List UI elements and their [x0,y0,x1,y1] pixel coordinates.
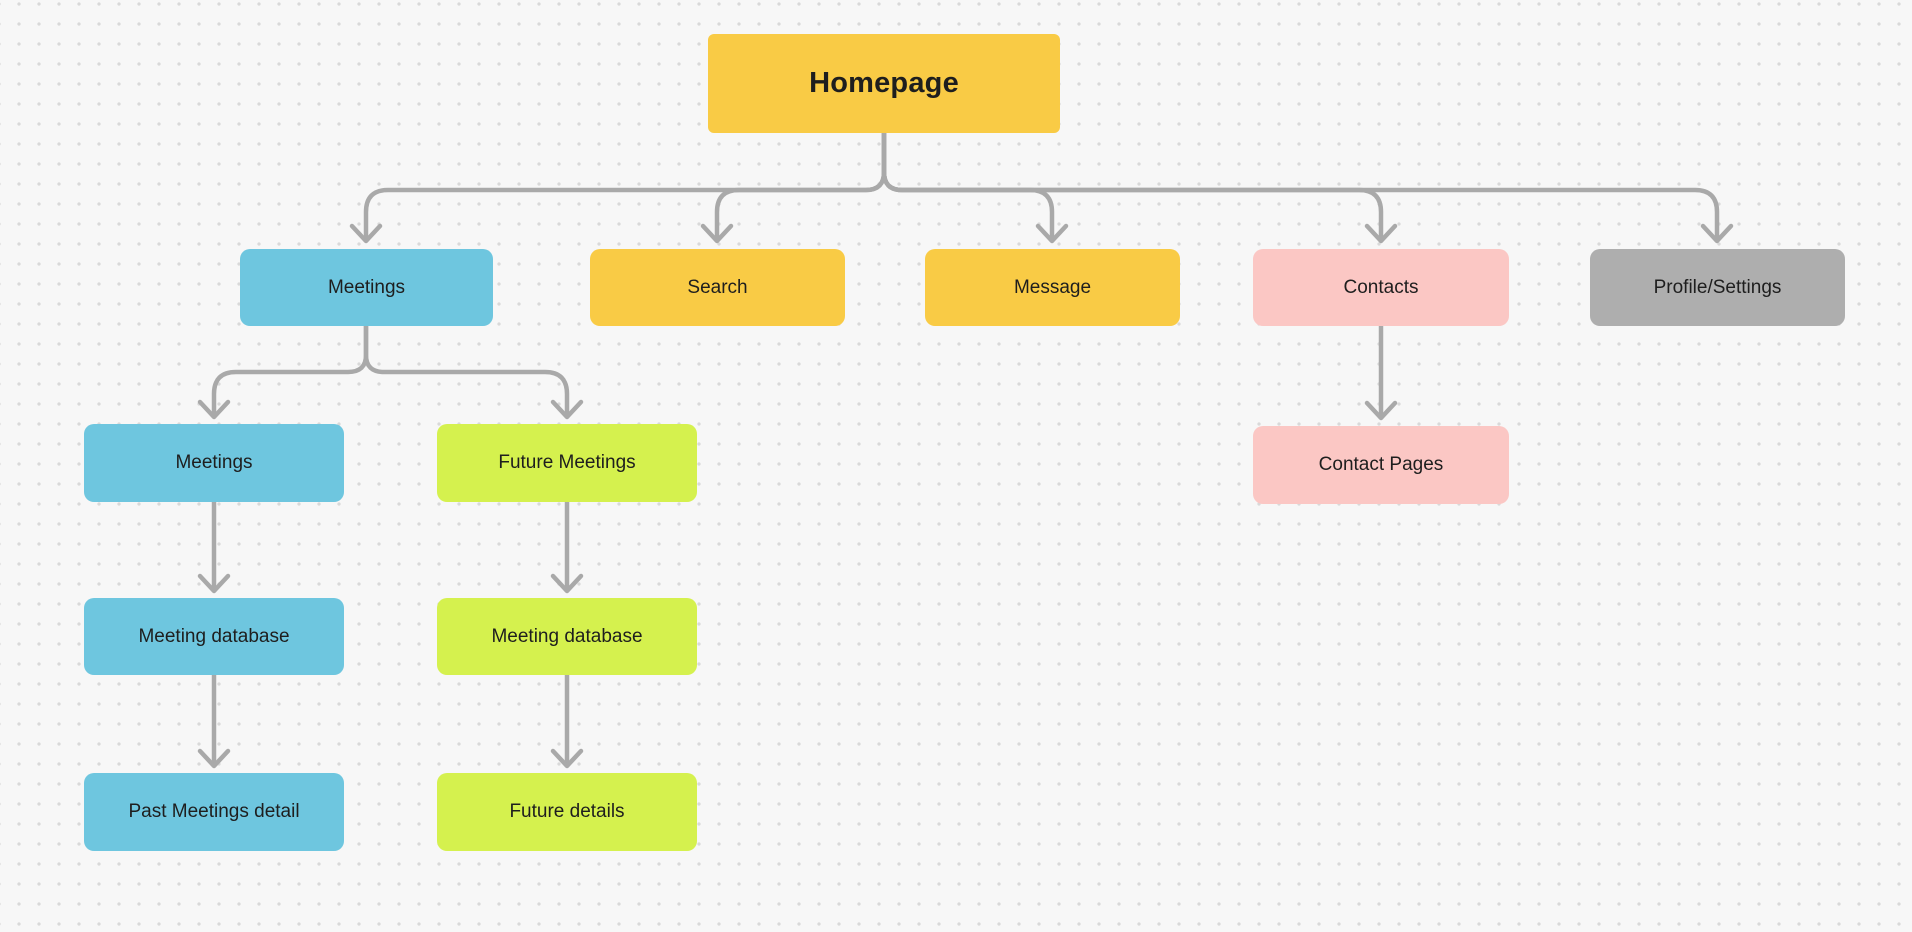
node-label: Past Meetings detail [128,801,300,823]
node-search[interactable]: Search [590,249,845,326]
node-label: Future Meetings [498,452,636,474]
arrowhead-icon [1364,223,1398,244]
connector-future-meetings-meeting-database[interactable] [550,499,584,594]
node-homepage[interactable]: Homepage [708,34,1060,133]
connector-meeting-database-past-meetings-detail[interactable] [197,672,231,769]
node-label: Meeting database [138,625,290,647]
node-label: Homepage [809,67,959,100]
connector-homepage-search[interactable] [700,130,887,244]
arrowhead-icon [1035,223,1069,244]
node-future-meetings[interactable]: Future Meetings [437,424,697,502]
arrowhead-icon [1364,400,1398,421]
node-message[interactable]: Message [925,249,1180,326]
node-label: Future details [509,801,625,823]
node-label: Search [687,276,748,298]
node-past-meetings-detail[interactable]: Past Meetings detail [84,773,344,851]
node-profile-settings[interactable]: Profile/Settings [1590,249,1845,326]
arrowhead-icon [700,223,734,244]
connector-meetings-sub-meeting-database[interactable] [197,499,231,594]
connector-homepage-message[interactable] [881,130,1069,244]
connector-homepage-profile-settings[interactable] [881,130,1734,244]
arrowhead-icon [349,223,383,244]
connector-contacts-contact-pages[interactable] [1364,323,1398,421]
node-label: Profile/Settings [1653,276,1782,298]
node-meetings-sub[interactable]: Meetings [84,424,344,502]
node-contact-pages[interactable]: Contact Pages [1253,426,1509,504]
connector-meeting-database-future-details[interactable] [550,672,584,769]
node-meetings[interactable]: Meetings [240,249,493,326]
node-label: Meetings [175,452,253,474]
arrowhead-icon [197,573,231,594]
connector-homepage-contacts[interactable] [881,130,1398,244]
arrowhead-icon [550,748,584,769]
arrowhead-icon [197,748,231,769]
node-meeting-database-future[interactable]: Meeting database [437,598,697,675]
node-label: Meeting database [491,625,643,647]
node-label: Meetings [327,276,406,298]
connector-homepage-meetings[interactable] [349,130,887,244]
node-label: Message [1013,276,1092,298]
node-label: Contacts [1343,276,1419,298]
connector-meetings-meetings-sub[interactable] [197,323,369,420]
arrowhead-icon [197,399,231,420]
arrowhead-icon [550,573,584,594]
connector-meetings-future-meetings[interactable] [363,323,584,420]
node-label: Contact Pages [1318,454,1444,476]
arrowhead-icon [550,399,584,420]
node-contacts[interactable]: Contacts [1253,249,1509,326]
node-meeting-database-past[interactable]: Meeting database [84,598,344,675]
arrowhead-icon [1700,223,1734,244]
node-future-details[interactable]: Future details [437,773,697,851]
